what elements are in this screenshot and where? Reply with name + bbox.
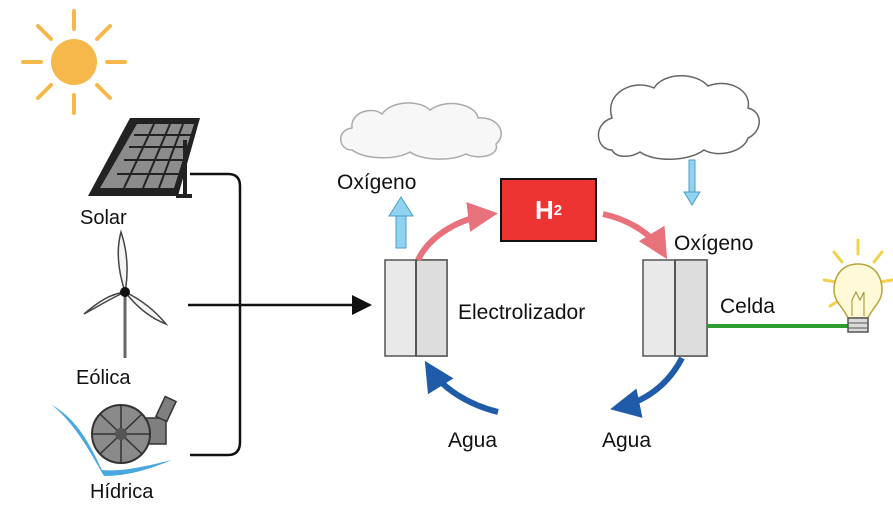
power-bus-lines	[188, 172, 372, 457]
sun-icon	[21, 9, 127, 115]
cycle-arrow-top-right	[602, 211, 668, 260]
fuel-cell-unit	[642, 259, 708, 357]
label-water-left: Agua	[448, 429, 498, 452]
cycle-arrow-bottom-left	[424, 360, 499, 415]
label-cell: Celda	[720, 295, 775, 318]
light-bulb-icon	[822, 238, 893, 333]
oxygen-input-arrow	[683, 159, 701, 206]
label-water-right: Agua	[602, 429, 652, 452]
label-hidrica: Hídrica	[90, 481, 154, 503]
water-turbine-icon	[52, 395, 178, 476]
solar-panel-icon	[88, 118, 200, 198]
wind-turbine-icon	[83, 229, 169, 358]
hydrogen-box-background	[500, 178, 597, 242]
hydrogen-subscript: 2	[553, 201, 563, 219]
label-electrolyzer: Electrolizador	[458, 301, 586, 324]
cloud-icon	[597, 75, 760, 160]
cycle-arrow-bottom-right	[610, 356, 685, 418]
electrolyzer-unit	[384, 259, 448, 357]
cloud-icon	[340, 102, 502, 160]
oxygen-output-arrow	[388, 196, 414, 249]
label-oxygen-left: Oxígeno	[337, 171, 417, 194]
label-oxygen-right: Oxígeno	[674, 232, 754, 255]
cycle-arrow-top-left	[415, 202, 498, 262]
label-eolica: Eólica	[76, 367, 131, 389]
hydrogen-symbol: H	[534, 194, 554, 225]
label-solar: Solar	[80, 207, 127, 229]
